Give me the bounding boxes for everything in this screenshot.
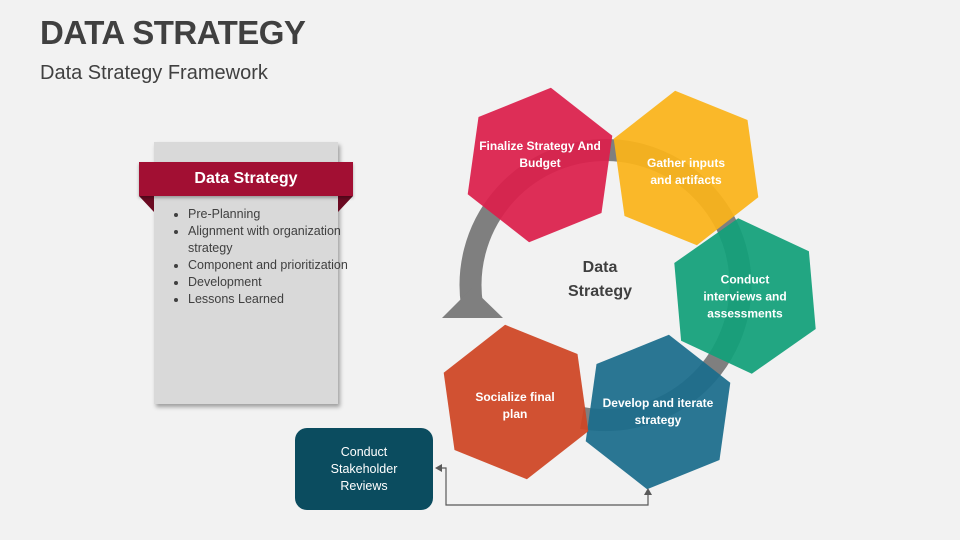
step-label-interviews: Conduct interviews and assessments: [703, 272, 787, 321]
list-item: Development: [188, 274, 348, 291]
center-label: Data Strategy: [568, 256, 632, 304]
step-hexagon-gather: [613, 90, 759, 246]
connector-arrow-left: [435, 464, 442, 472]
slide-subtitle: Data Strategy Framework: [40, 62, 268, 84]
step-label-develop: Develop and iterate strategy: [602, 396, 714, 427]
list-item: Alignment with organization strategy: [188, 223, 348, 257]
list-item: Component and prioritization: [188, 257, 348, 274]
review-connector: [440, 467, 649, 506]
list-item: Lessons Learned: [188, 291, 348, 308]
slide-title: DATA STRATEGY: [40, 14, 306, 51]
stakeholder-review-box: Conduct Stakeholder Reviews: [295, 428, 433, 510]
step-label-gather: Gather inputs and artifacts: [646, 156, 725, 187]
step-hexagon-interviews: [674, 218, 816, 374]
center-label-line2: Strategy: [567, 283, 633, 300]
step-hexagon-socialize: [443, 324, 589, 480]
ribbon-fold-left: [139, 196, 154, 212]
card-ribbon-title: Data Strategy: [139, 162, 353, 196]
cycle-arrowhead: [442, 288, 503, 318]
center-label-line1: Data: [582, 259, 618, 276]
card-item-list: Pre-Planning Alignment with organization…: [168, 206, 348, 308]
stakeholder-review-label: Conduct Stakeholder Reviews: [330, 444, 398, 493]
ribbon-fold-right: [338, 196, 353, 212]
step-label-finalize: Finalize Strategy And Budget: [479, 139, 601, 170]
connector-arrow-up: [644, 488, 652, 495]
list-item: Pre-Planning: [188, 206, 348, 223]
step-hexagon-finalize: [467, 87, 613, 243]
step-label-socialize: Socialize final plan: [475, 390, 555, 421]
step-hexagon-develop: [585, 334, 731, 490]
